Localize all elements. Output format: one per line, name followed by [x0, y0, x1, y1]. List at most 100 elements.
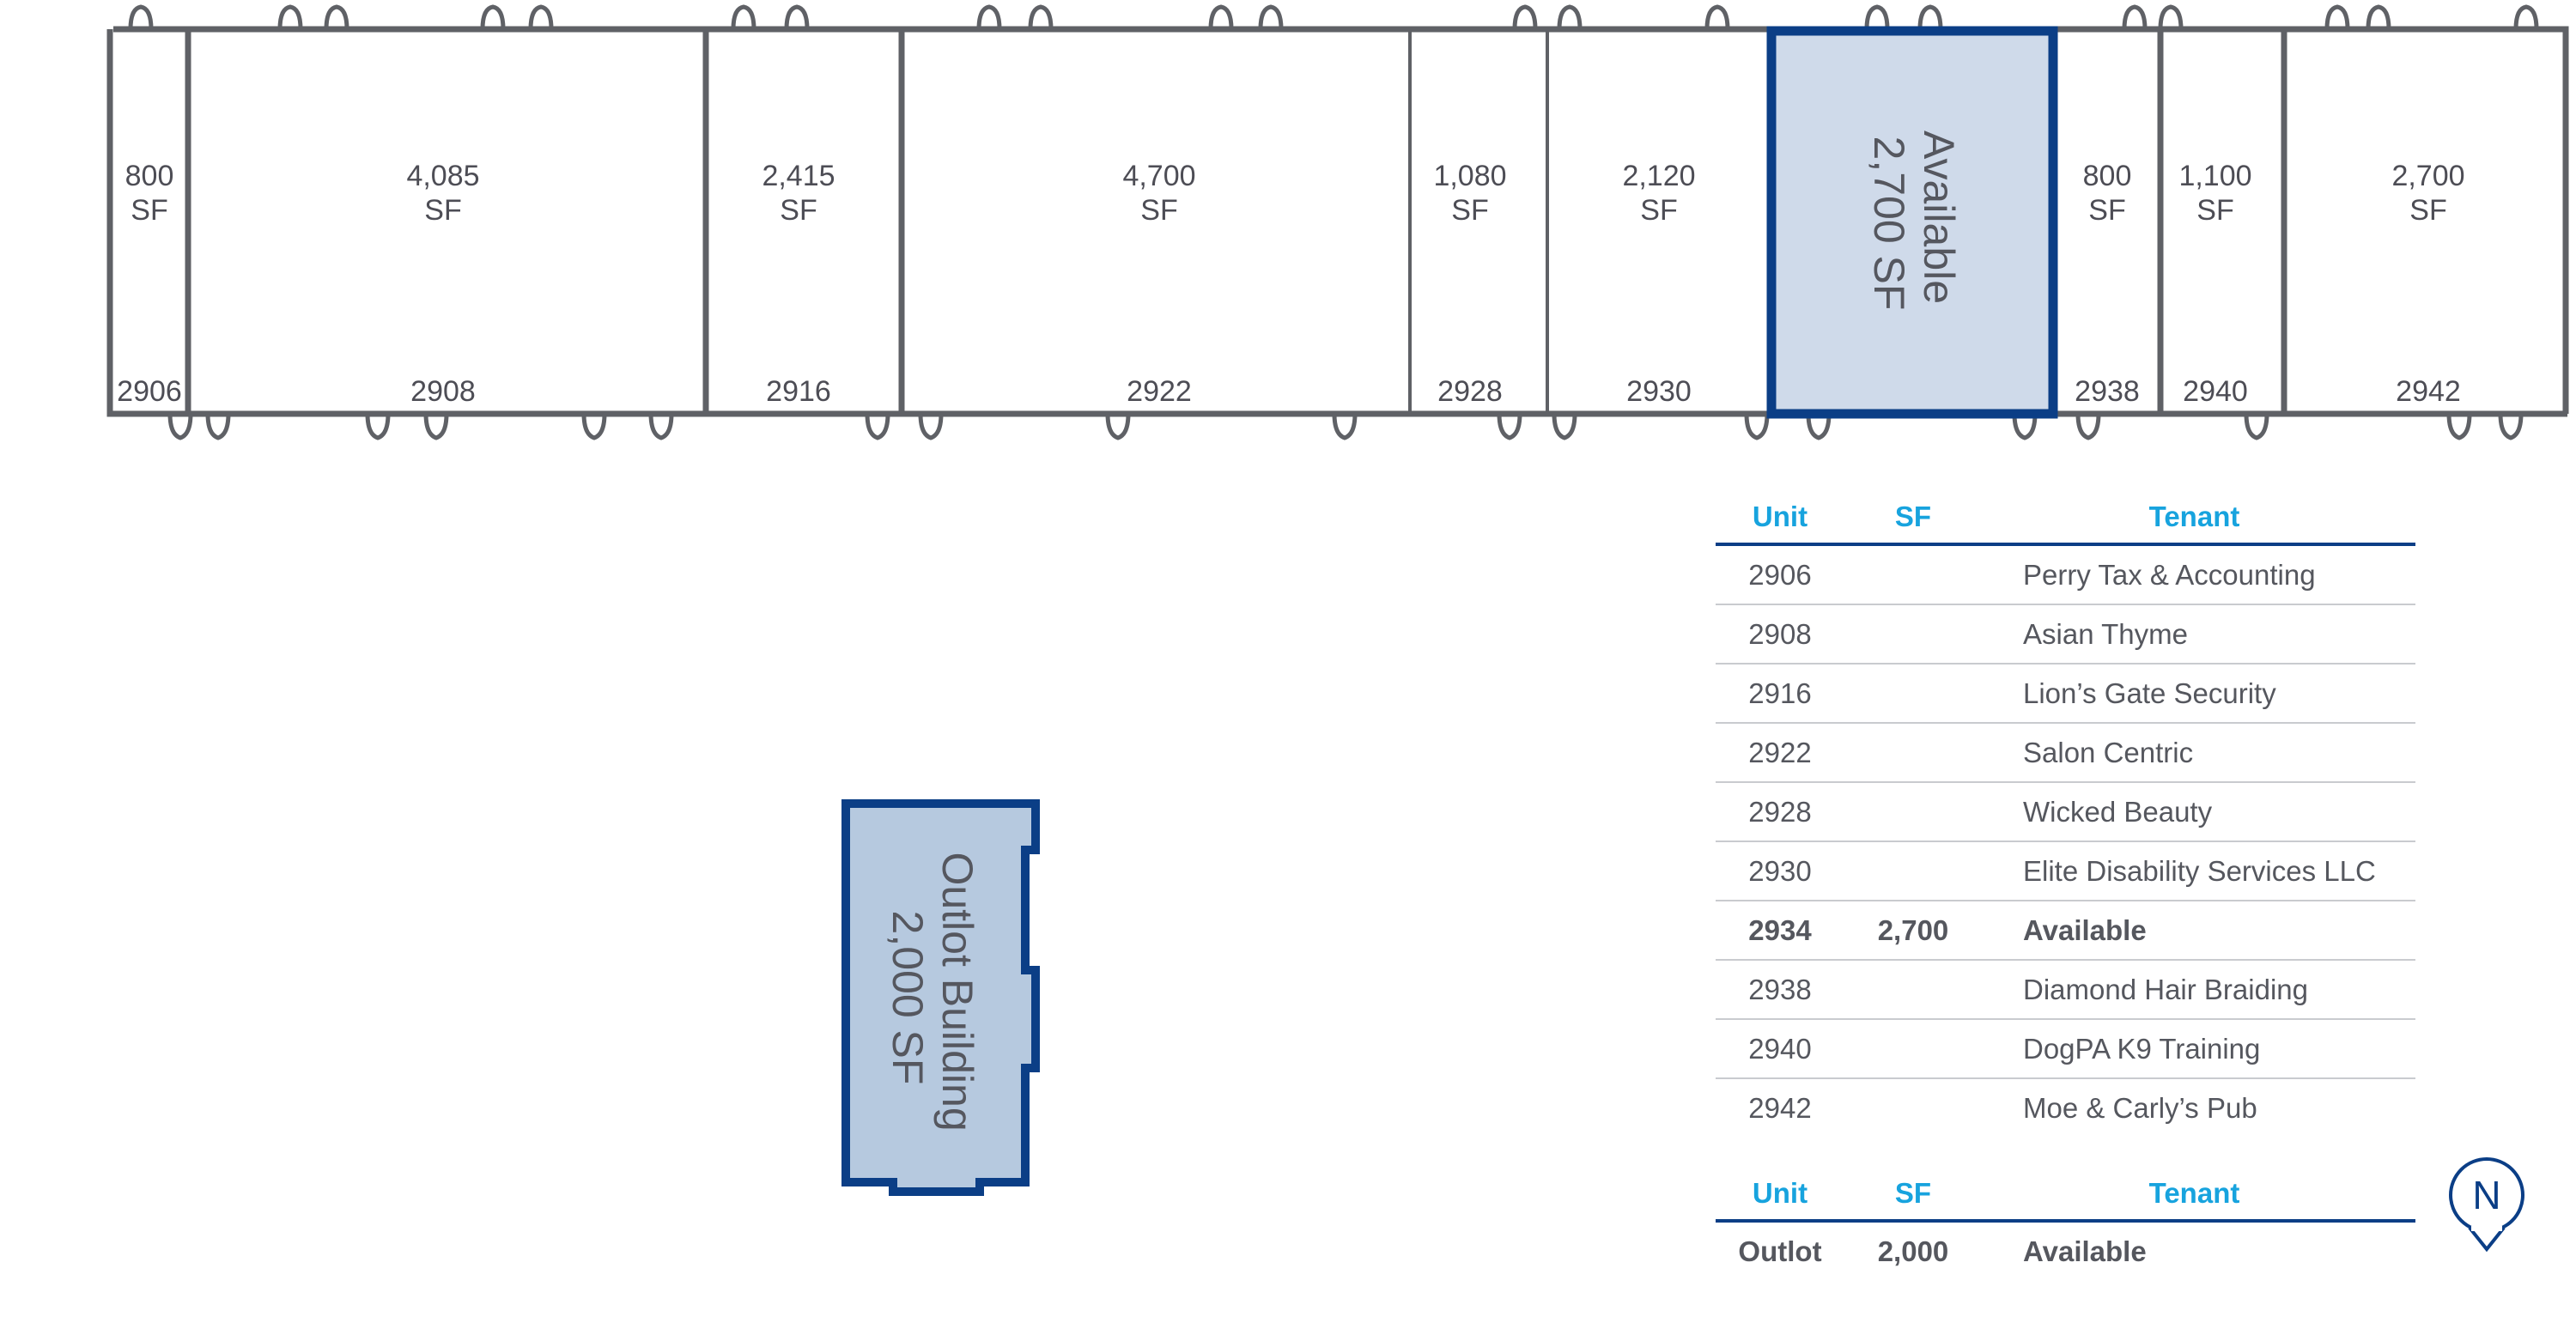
outlot-table-header: Unit SF Tenant — [1716, 1168, 2415, 1223]
tenant-cell: Diamond Hair Braiding — [2023, 973, 2308, 1005]
unit-number: 2938 — [2075, 375, 2140, 408]
sf-cell: 2,700 — [1877, 913, 1949, 946]
door-swing-icon — [2498, 413, 2524, 440]
unit-sf-value: 2,700 — [2391, 160, 2464, 192]
unit-cell: 2940 — [1748, 1032, 1812, 1065]
door-swing-icon — [365, 413, 391, 440]
header-tenant: Tenant — [2148, 501, 2240, 532]
outlot-building[interactable] — [841, 799, 1040, 1196]
door-swing-icon — [1208, 4, 1234, 30]
tenant-table-row: 2916 Lion’s Gate Security — [1716, 665, 2415, 724]
door-swing-icon — [277, 4, 303, 30]
tenant-table-row: 2938 Diamond Hair Braiding — [1716, 961, 2415, 1020]
unit-cell: 2916 — [1748, 677, 1812, 709]
unit-sf-label: SF — [2409, 194, 2446, 227]
unit-sf-label: SF — [1640, 194, 1677, 227]
door-swing-icon — [1557, 4, 1583, 30]
door-swing-icon — [1028, 4, 1054, 30]
unit-sf-value: 800 — [125, 160, 174, 192]
door-swing-icon — [1806, 413, 1832, 440]
door-swing-icon — [128, 4, 154, 30]
door-swing-icon — [1105, 413, 1131, 440]
header-sf: SF — [1894, 501, 1932, 532]
tenant-cell: Asian Thyme — [2023, 617, 2188, 650]
door-swing-icon — [528, 4, 554, 30]
door-swing-icon — [976, 4, 1002, 30]
unit-number: 2930 — [1626, 375, 1692, 408]
door-swing-icon — [648, 413, 674, 440]
header-sf: SF — [1894, 1177, 1932, 1209]
outlot-building-label: Outlot Building 2,000 SF — [884, 852, 981, 1143]
door-swing-icon — [2446, 413, 2472, 440]
unit-number: 2940 — [2183, 375, 2248, 408]
unit-sf-value: 1,100 — [2178, 160, 2251, 192]
door-swing-icon — [865, 413, 890, 440]
door-swing-icon — [1704, 4, 1730, 30]
unit-sf-label: SF — [424, 194, 461, 227]
available-unit-2934[interactable] — [1766, 26, 2058, 419]
unit-cell: 2928 — [1748, 795, 1812, 828]
header-unit: Unit — [1752, 1177, 1808, 1209]
unit-sf-value: 800 — [2083, 160, 2132, 192]
tenant-cell: Perry Tax & Accounting — [2023, 558, 2316, 591]
unit-cell: 2908 — [1748, 617, 1812, 650]
door-swing-icon — [784, 4, 810, 30]
door-swing-icon — [2122, 4, 2148, 30]
door-swing-icon — [480, 4, 506, 30]
door-swing-icon — [2158, 4, 2184, 30]
door-swing-icon — [1332, 413, 1358, 440]
door-swings — [128, 4, 2539, 440]
door-swing-icon — [205, 413, 231, 440]
door-swing-icon — [581, 413, 607, 440]
unit-cell: 2942 — [1748, 1091, 1812, 1124]
door-swing-icon — [2012, 413, 2038, 440]
door-swing-icon — [2513, 4, 2539, 30]
door-swing-icon — [731, 4, 756, 30]
unit-sf-label: SF — [2196, 194, 2233, 227]
unit-cell: Outlot — [1738, 1235, 1822, 1267]
available-unit-label: Available 2,700 SF — [1865, 130, 1963, 316]
door-swing-icon — [1258, 4, 1284, 30]
unit-cell: 2930 — [1748, 854, 1812, 887]
north-arrow-letter: N — [2472, 1173, 2500, 1217]
door-swing-icon — [2244, 413, 2269, 440]
unit-cell: 2938 — [1748, 973, 1812, 1005]
tenant-cell: Salon Centric — [2023, 736, 2194, 768]
sf-cell: 2,000 — [1877, 1235, 1949, 1267]
door-swing-icon — [1864, 4, 1890, 30]
door-swing-icon — [1744, 413, 1770, 440]
unit-sf-value: 4,085 — [406, 160, 479, 192]
unit-sf-value: 2,120 — [1622, 160, 1695, 192]
door-swing-icon — [2366, 4, 2391, 30]
door-swing-icon — [2324, 4, 2350, 30]
tenant-cell: Lion’s Gate Security — [2023, 677, 2276, 709]
door-swing-icon — [1917, 4, 1943, 30]
tenant-cell: DogPA K9 Training — [2023, 1032, 2261, 1065]
tenant-table-header: Unit SF Tenant — [1716, 491, 2415, 546]
tenant-table-row: 2940 DogPA K9 Training — [1716, 1020, 2415, 1079]
door-swing-icon — [1497, 413, 1522, 440]
unit-sf-value: 1,080 — [1433, 160, 1506, 192]
unit-number: 2916 — [766, 375, 831, 408]
unit-number: 2942 — [2396, 375, 2461, 408]
